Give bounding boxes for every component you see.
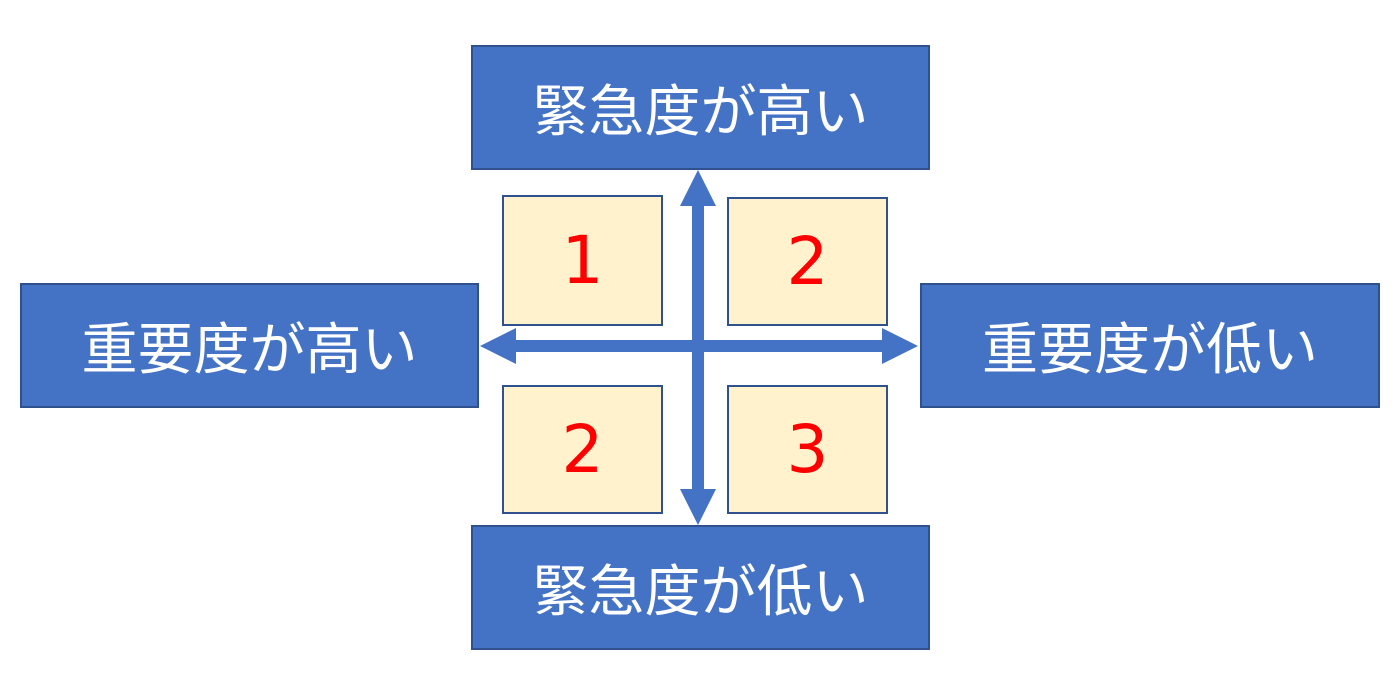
horizontal-axis-arrow (480, 328, 918, 364)
low-importance-label: 重要度が低い (982, 318, 1318, 383)
quadrant-priority-label: 3 (786, 411, 829, 488)
quadrant-top-right: 2 (727, 197, 888, 326)
quadrant-priority-label: 1 (561, 222, 604, 299)
quadrant-bottom-left: 2 (502, 385, 663, 514)
low-importance-label-box: 重要度が低い (920, 283, 1380, 408)
up-arrowhead-icon (680, 170, 716, 206)
down-arrowhead-icon (680, 489, 716, 525)
low-urgency-label: 緊急度が低い (532, 560, 869, 625)
quadrant-priority-label: 2 (561, 411, 604, 488)
high-urgency-label-box: 緊急度が高い (471, 45, 930, 170)
high-importance-label: 重要度が高い (81, 318, 418, 383)
low-urgency-label-box: 緊急度が低い (471, 525, 930, 650)
quadrant-bottom-right: 3 (727, 385, 888, 514)
vertical-axis-arrow (680, 170, 716, 525)
left-arrowhead-icon (480, 328, 516, 364)
quadrant-priority-label: 2 (786, 223, 829, 300)
quadrant-top-left: 1 (502, 195, 663, 326)
high-importance-label-box: 重要度が高い (20, 283, 479, 408)
high-urgency-label: 緊急度が高い (532, 80, 869, 145)
right-arrowhead-icon (882, 328, 918, 364)
